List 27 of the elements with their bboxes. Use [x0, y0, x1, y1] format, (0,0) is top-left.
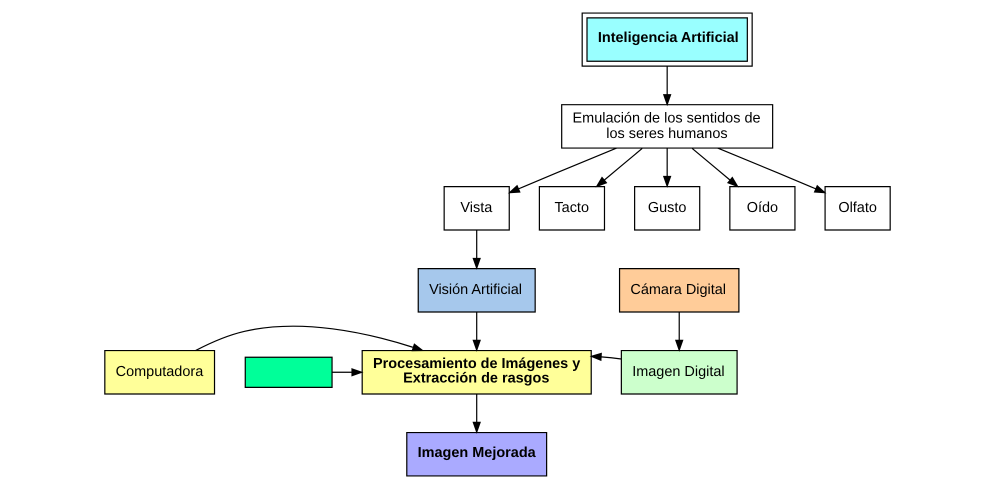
- node-box: Cámara Digital: [618, 268, 740, 313]
- node-box: Emulación de los sentidos de los seres humanos: [561, 104, 774, 149]
- node-box: Inteligencia Artificial: [582, 12, 753, 67]
- node-box: Imagen Mejorada: [406, 432, 548, 477]
- node-box: Olfato: [824, 186, 891, 231]
- node-box: Oído: [729, 186, 796, 231]
- arrow: [508, 148, 617, 194]
- node-box: Procesamiento de Imágenes y Extracción de rasgos: [362, 350, 592, 395]
- node-box: Visión Artificial: [418, 268, 536, 313]
- arrow: [718, 148, 826, 194]
- arrow: [675, 312, 684, 352]
- arrow: [472, 230, 481, 270]
- arrow: [590, 352, 622, 362]
- arrow: [595, 148, 643, 188]
- arrow: [195, 326, 424, 352]
- arrow: [332, 368, 364, 376]
- arrow: [472, 394, 481, 434]
- node-box: Imagen Digital: [620, 350, 738, 395]
- node-box: Computadora: [104, 350, 216, 395]
- node-box: [244, 356, 333, 388]
- node-box: Gusto: [634, 186, 700, 231]
- arrow: [662, 148, 672, 188]
- arrow: [662, 66, 672, 106]
- arrow: [472, 312, 481, 352]
- arrow: [692, 148, 739, 188]
- node-box: Tacto: [538, 186, 606, 231]
- node-box: Vista: [444, 186, 510, 231]
